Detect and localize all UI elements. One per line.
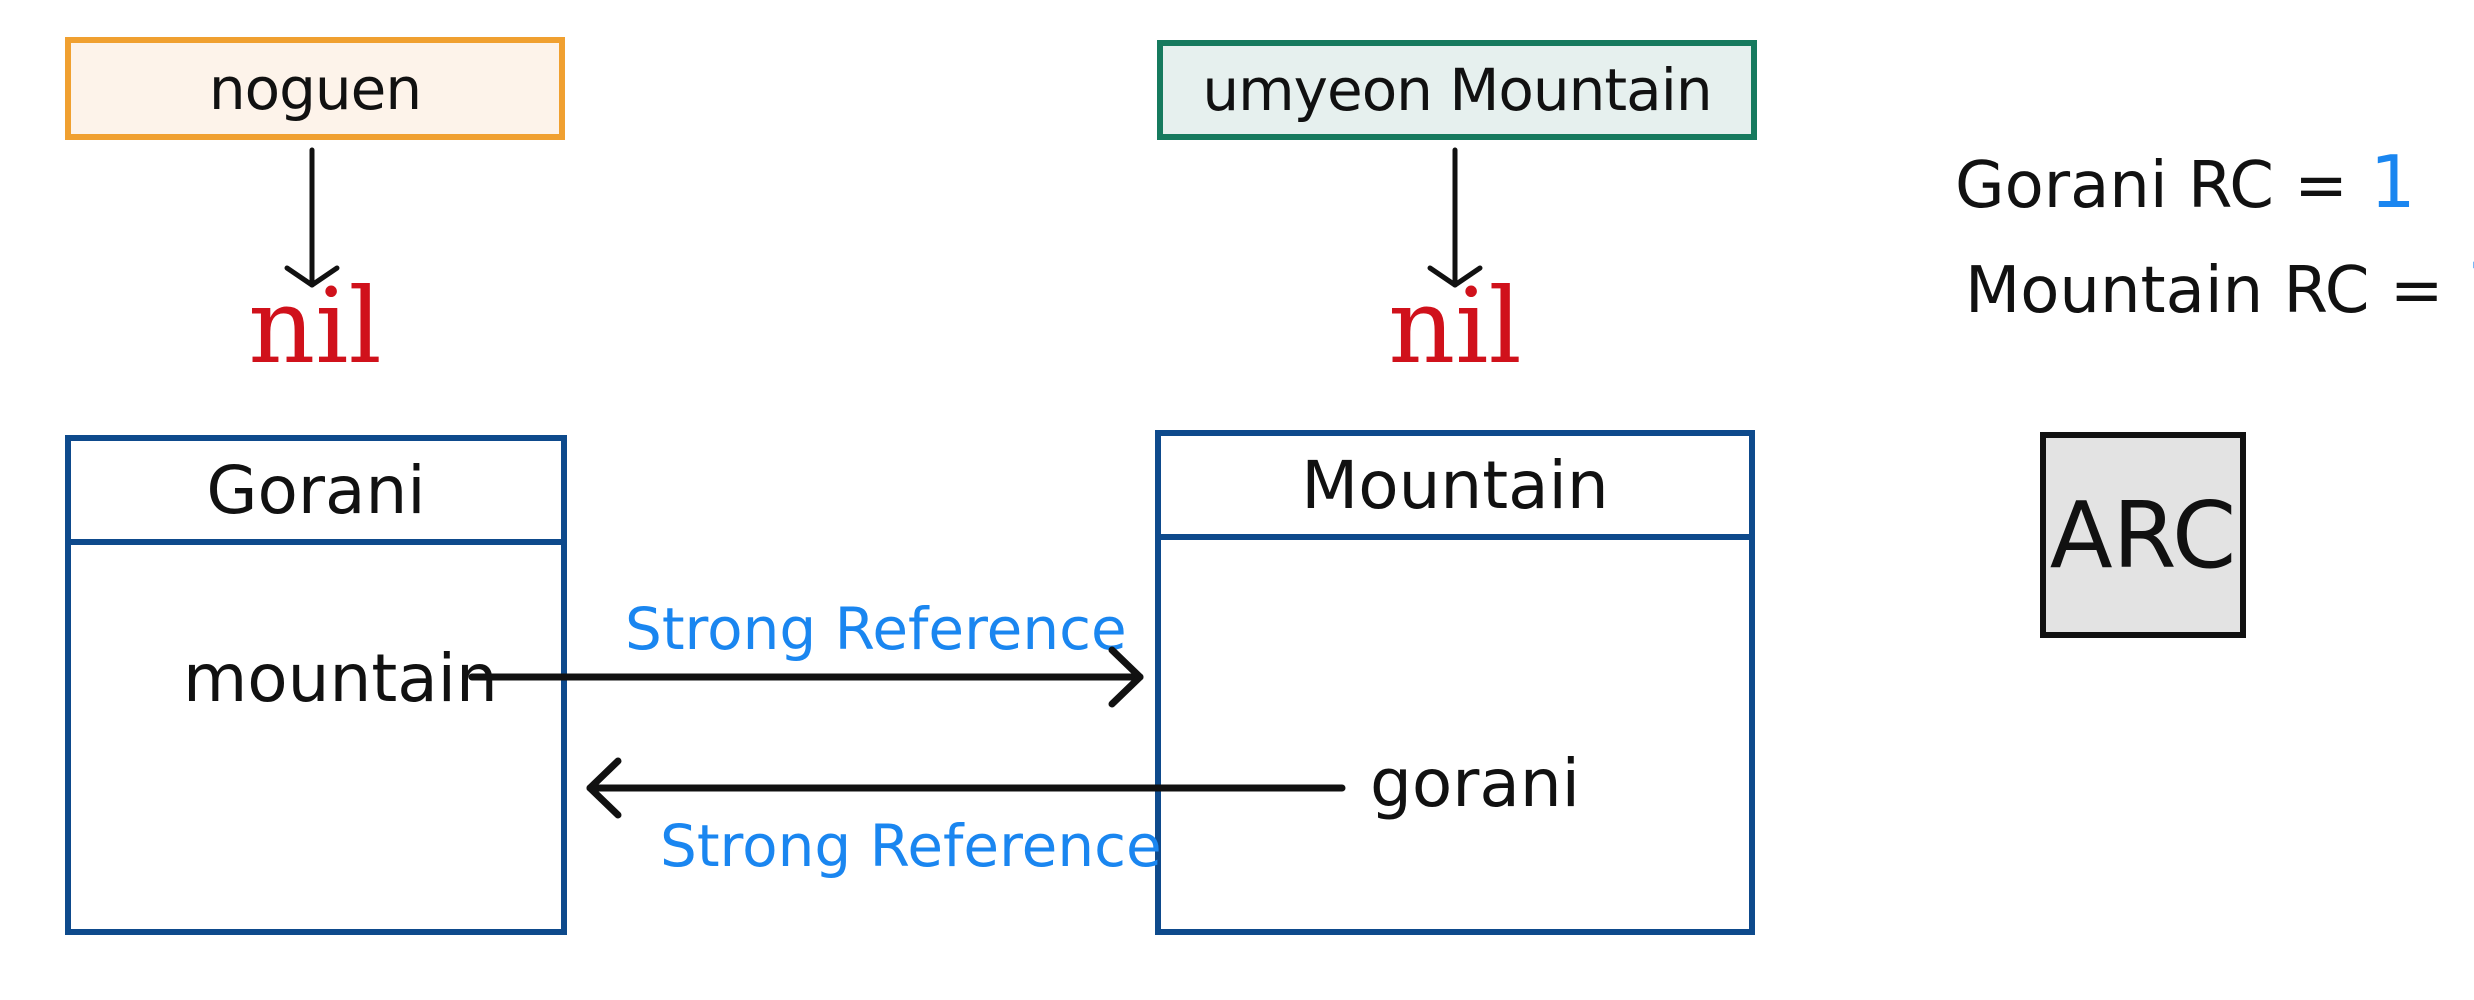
property-mountain: mountain: [183, 640, 498, 717]
mountain-rc-label: Mountain RC =: [1965, 254, 2444, 328]
class-box-mountain: Mountain: [1155, 430, 1755, 935]
class-title-gorani: Gorani: [71, 441, 561, 545]
arc-box: ARC: [2040, 432, 2246, 638]
arc-label: ARC: [2049, 481, 2237, 589]
arrow-gorani-to-mountain: [468, 646, 1144, 708]
gorani-rc-label: Gorani RC =: [1955, 149, 2348, 223]
mountain-rc-count: Mountain RC = 1: [1965, 245, 2474, 329]
variable-label-umyeon-mountain: umyeon Mountain: [1202, 56, 1712, 124]
arrow-mountain-to-gorani: [586, 757, 1346, 819]
mountain-rc-value: 1: [2465, 245, 2474, 329]
gorani-rc-value: 1: [2369, 140, 2416, 224]
variable-box-noguen: noguen: [65, 37, 565, 140]
arrow-noguen-to-nil: [284, 147, 340, 288]
property-gorani: gorani: [1370, 745, 1581, 822]
arrow-umyeon-to-nil: [1427, 147, 1483, 288]
strong-reference-label-top: Strong Reference: [625, 595, 1127, 663]
variable-box-umyeon-mountain: umyeon Mountain: [1157, 40, 1757, 140]
variable-label-noguen: noguen: [208, 54, 422, 123]
class-box-gorani: Gorani: [65, 435, 567, 935]
class-title-mountain: Mountain: [1161, 436, 1749, 540]
strong-reference-label-bottom: Strong Reference: [660, 812, 1162, 880]
gorani-rc-count: Gorani RC = 1: [1955, 140, 2416, 224]
